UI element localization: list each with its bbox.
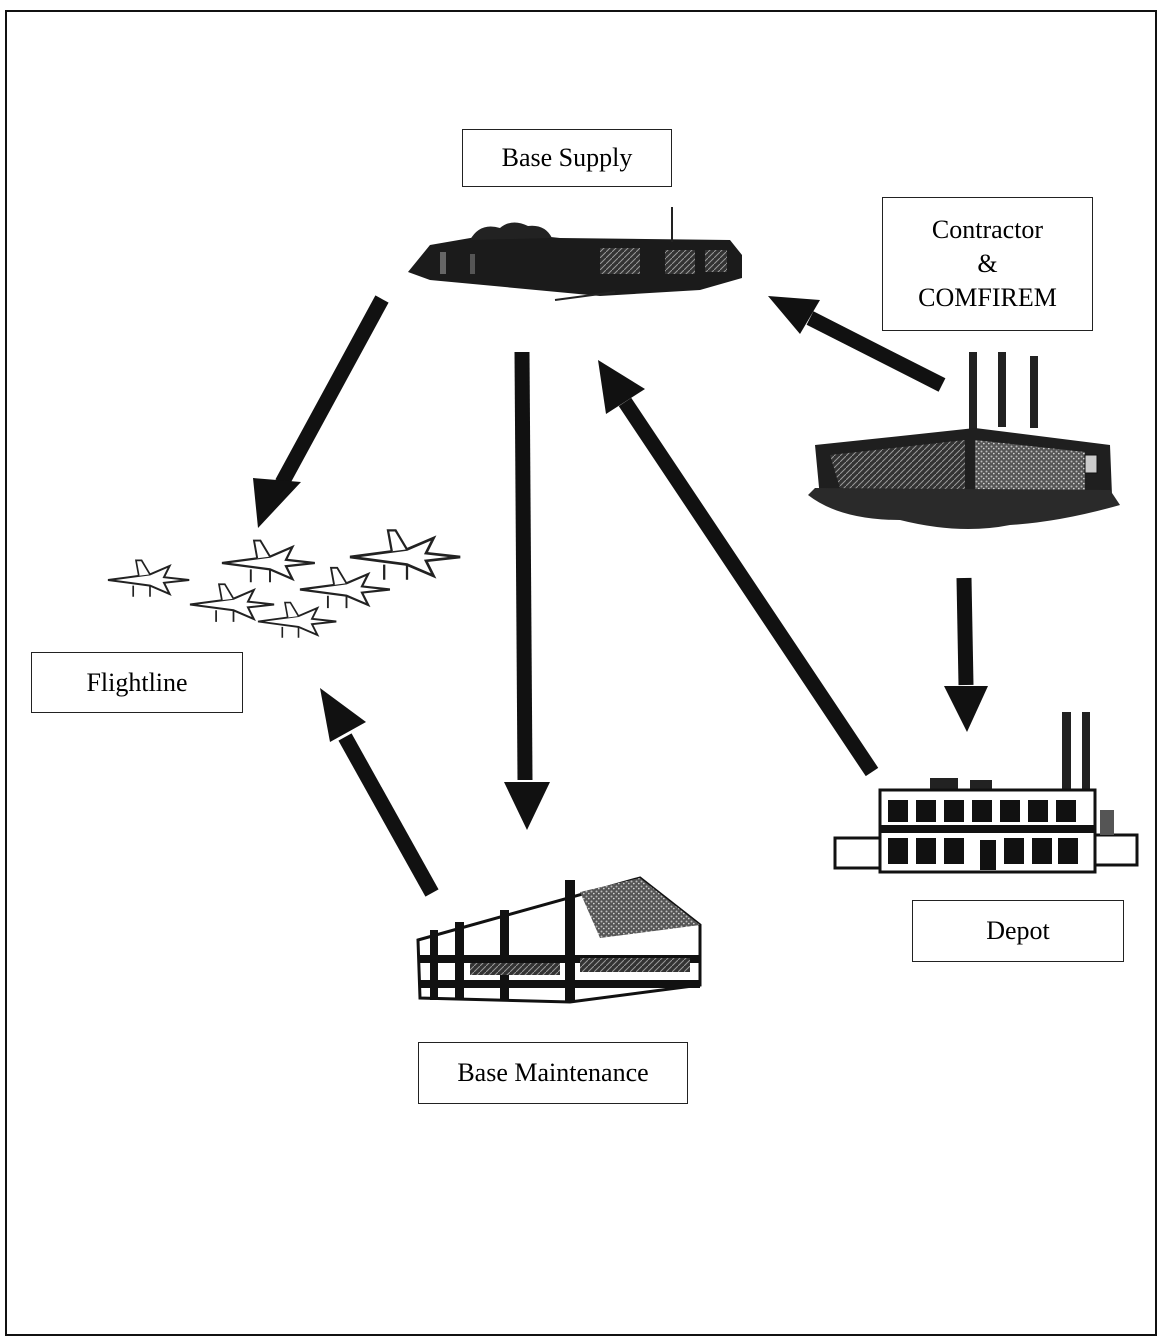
arrow-base-supply-to-flightline xyxy=(253,295,389,528)
arrow-base-maintenance-to-flightline xyxy=(320,688,439,897)
contractor-text: Contractor xyxy=(931,215,1044,244)
flightline-text: Flightline xyxy=(86,667,188,697)
comfirem-text: COMFIREM xyxy=(918,283,1057,312)
base-maintenance-label: Base Maintenance xyxy=(418,1042,688,1104)
contractor-comfirem-label: Contractor & COMFIREM xyxy=(882,197,1093,331)
base-supply-label: Base Supply xyxy=(462,129,672,187)
factory-icon xyxy=(808,352,1120,529)
flightline-label: Flightline xyxy=(31,652,243,713)
arrow-contractor-to-depot xyxy=(944,577,988,732)
office-building-icon xyxy=(416,876,702,1004)
base-maintenance-text: Base Maintenance xyxy=(457,1058,649,1087)
ampersand-text: & xyxy=(977,249,998,278)
arrow-base-supply-to-base-maintenance xyxy=(504,351,550,830)
depot-building-icon xyxy=(833,712,1139,874)
depot-label: Depot xyxy=(912,900,1124,962)
warehouse-icon xyxy=(408,207,742,301)
arrow-contractor-to-base-supply xyxy=(768,296,946,392)
jet-formation-icon xyxy=(107,529,462,639)
depot-text: Depot xyxy=(986,916,1050,945)
base-supply-text: Base Supply xyxy=(501,143,633,172)
diagram-frame xyxy=(5,10,1157,1336)
arrow-depot-to-base-supply xyxy=(598,360,879,777)
flow-arrows xyxy=(253,295,988,897)
